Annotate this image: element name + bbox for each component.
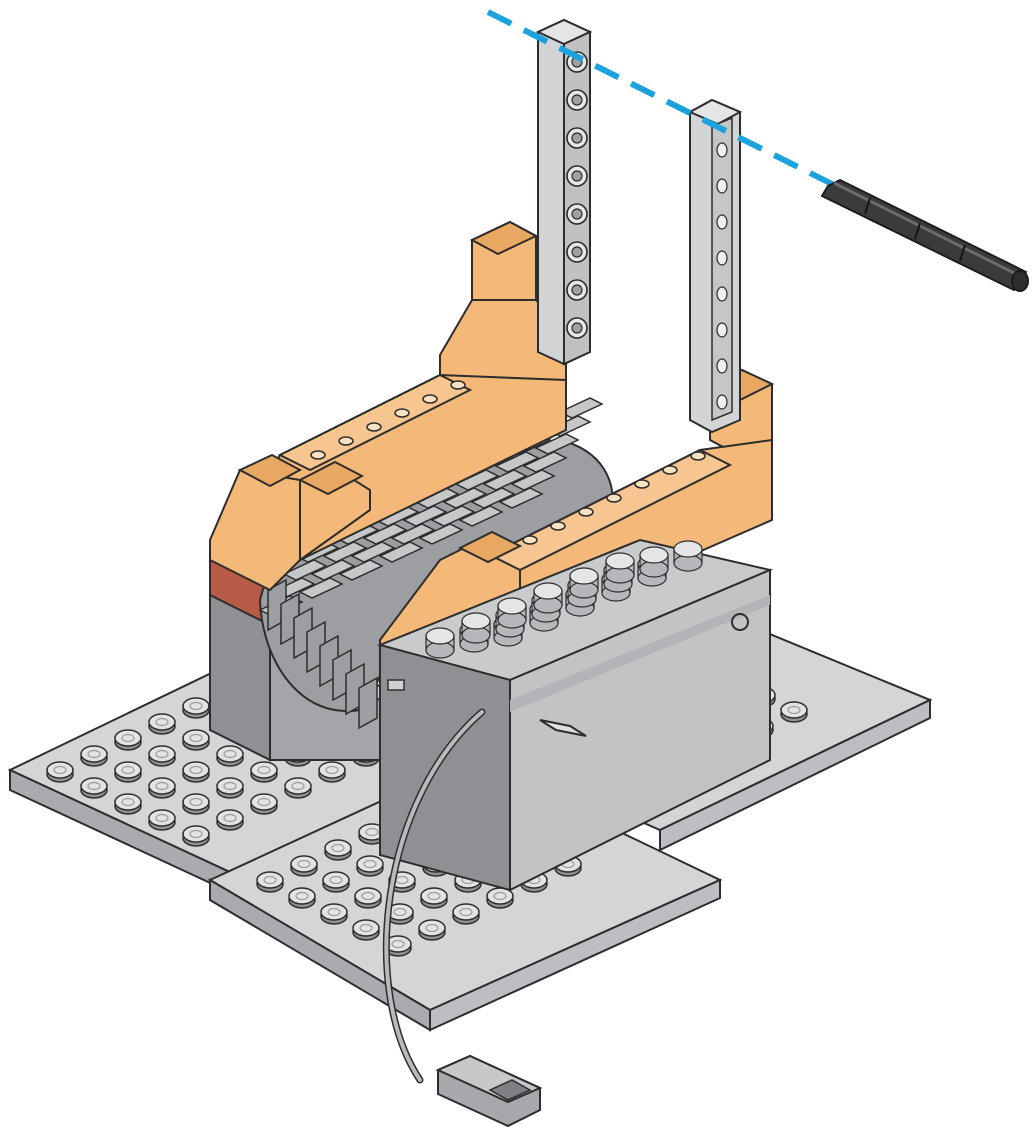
cable-connector xyxy=(435,1054,543,1128)
motor-cable xyxy=(382,708,543,1128)
stud xyxy=(250,761,278,783)
stud xyxy=(46,761,74,783)
stud xyxy=(386,903,414,925)
stud xyxy=(148,809,176,831)
stud xyxy=(182,825,210,847)
stud xyxy=(288,887,316,909)
axle-part xyxy=(820,178,1029,292)
stud xyxy=(80,777,108,799)
stud xyxy=(324,839,352,861)
stud xyxy=(425,627,455,659)
stud xyxy=(673,540,703,572)
stud xyxy=(418,919,446,941)
stud xyxy=(497,597,527,629)
stud xyxy=(182,697,210,719)
stud xyxy=(80,745,108,767)
stud xyxy=(780,701,808,723)
stud xyxy=(533,582,563,614)
stud xyxy=(216,809,244,831)
stud xyxy=(216,745,244,767)
stud xyxy=(250,793,278,815)
stud xyxy=(114,793,142,815)
baseplate-right-side xyxy=(659,698,931,852)
stud xyxy=(605,552,635,584)
motor-box xyxy=(376,538,774,892)
stud xyxy=(318,761,346,783)
stud xyxy=(290,855,318,877)
stud xyxy=(256,871,284,893)
stud xyxy=(284,777,312,799)
stud xyxy=(148,777,176,799)
stud xyxy=(420,887,448,909)
stud xyxy=(148,745,176,767)
beam-holes xyxy=(310,380,706,545)
stud xyxy=(569,567,599,599)
stud xyxy=(354,887,382,909)
stud xyxy=(356,855,384,877)
stud xyxy=(352,919,380,941)
tan-frame xyxy=(209,220,775,661)
stud xyxy=(461,612,491,644)
baseplate-center-side-right xyxy=(429,878,721,1032)
motor-box-right xyxy=(509,568,771,892)
stud xyxy=(322,871,350,893)
stud xyxy=(114,761,142,783)
stud xyxy=(148,713,176,735)
stud xyxy=(216,777,244,799)
motor-screw-icon xyxy=(731,613,749,631)
stud xyxy=(182,793,210,815)
gray-technic-beams xyxy=(535,18,743,434)
stud xyxy=(452,903,480,925)
stud xyxy=(114,729,142,751)
assembly-guide-line xyxy=(486,9,842,191)
stud xyxy=(358,823,386,845)
motor-studs xyxy=(425,540,703,659)
stud xyxy=(320,903,348,925)
stud xyxy=(639,546,669,578)
stud xyxy=(182,761,210,783)
stud xyxy=(182,729,210,751)
